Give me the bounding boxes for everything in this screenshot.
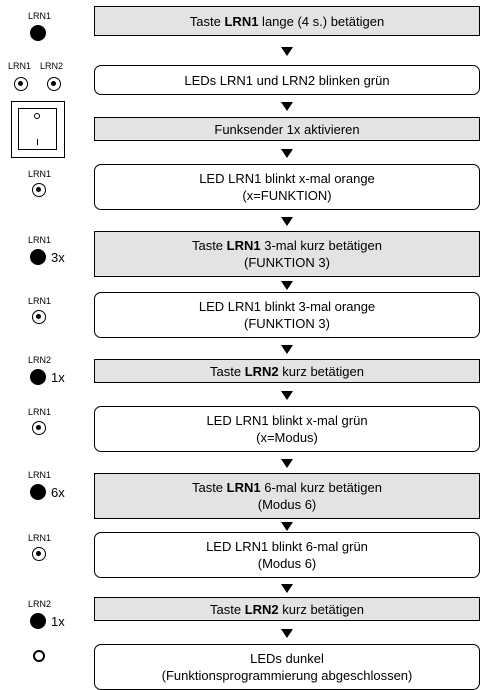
button-label: LRN1 [28,235,52,245]
switch-on-mark-icon [37,139,38,145]
action-step-box: Taste LRN1 3-mal kurz betätigen (FUNKTION… [94,231,480,277]
step-text-line: LED LRN1 blinkt 3-mal orange [198,299,376,314]
flow-arrow-icon [281,47,293,56]
press-count: 1x [51,614,65,629]
blinking-led-icon [32,421,46,435]
action-step-box: Taste LRN2 kurz betätigen [94,359,480,383]
led-label: LRN1 [28,533,52,543]
flow-arrow-icon [281,102,293,111]
step-text-line: (Modus 6) [257,556,317,571]
push-button-icon [30,484,46,500]
led-off-icon [33,650,45,662]
flow-arrow-icon [281,281,293,290]
step-text-line: LEDs LRN1 und LRN2 blinken grün [184,72,390,88]
status-step-box: LEDs dunkel (Funktionsprogrammierung abge… [94,644,480,690]
status-step-box: LED LRN1 blinkt x-mal grün (x=Modus) [94,406,480,452]
led-label: LRN1 [28,407,52,417]
flow-arrow-icon [281,459,293,468]
push-button-icon [30,249,46,265]
step-text-line: (x=FUNKTION) [242,188,332,203]
flow-arrow-icon [281,584,293,593]
push-button-icon [30,25,46,41]
button-label: LRN1 [28,11,52,21]
switch-off-mark-icon [34,113,40,119]
step-text-line: (Funktionsprogrammierung abgeschlossen) [161,668,413,683]
action-step-box: Taste LRN1 6-mal kurz betätigen (Modus 6) [94,473,480,519]
flow-arrow-icon [281,149,293,158]
action-step-box: Funksender 1x aktivieren [94,117,480,141]
step-text-line: LED LRN1 blinkt x-mal grün [206,413,368,428]
push-button-icon [30,613,46,629]
status-step-box: LED LRN1 blinkt x-mal orange (x=FUNKTION) [94,164,480,210]
step-text-line: Taste LRN2 kurz betätigen [210,601,364,617]
flow-arrow-icon [281,391,293,400]
flow-arrow-icon [281,522,293,531]
switch-rocker-icon [18,108,57,150]
step-text-line: (x=Modus) [256,430,318,445]
button-label: LRN2 [28,355,52,365]
step-text-line: Taste LRN1 3-mal kurz betätigen [191,238,383,253]
action-step-box: Taste LRN1 lange (4 s.) betätigen [94,6,480,36]
blinking-led-icon [32,547,46,561]
led-lrn2-icon [47,77,61,91]
led-label: LRN1 [28,169,52,179]
flow-arrow-icon [281,217,293,226]
led-label: LRN1 [8,61,32,71]
blinking-led-icon [32,310,46,324]
led-lrn1-icon [14,77,28,91]
switch-icon [11,101,65,158]
press-count: 6x [51,485,65,500]
step-text-line: LEDs dunkel [250,651,324,666]
step-text-line: LED LRN1 blinkt 6-mal grün [206,539,368,554]
step-text-line: LED LRN1 blinkt x-mal orange [199,171,375,186]
status-step-box: LEDs LRN1 und LRN2 blinken grün [94,65,480,95]
step-text-line: Taste LRN1 6-mal kurz betätigen [191,480,383,495]
step-text-line: Taste LRN2 kurz betätigen [210,363,364,379]
action-step-box: Taste LRN2 kurz betätigen [94,597,480,621]
step-text-line: Funksender 1x aktivieren [214,121,360,137]
status-step-box: LED LRN1 blinkt 3-mal orange (FUNKTION 3) [94,292,480,338]
led-label: LRN2 [40,61,64,71]
step-text-line: (Modus 6) [257,497,317,512]
press-count: 1x [51,370,65,385]
flow-arrow-icon [281,345,293,354]
push-button-icon [30,369,46,385]
blinking-led-icon [32,183,46,197]
flow-arrow-icon [281,629,293,638]
status-step-box: LED LRN1 blinkt 6-mal grün (Modus 6) [94,532,480,578]
step-text-line: (FUNKTION 3) [244,255,330,270]
step-text-line: Taste LRN1 lange (4 s.) betätigen [189,13,385,29]
button-label: LRN1 [28,470,52,480]
press-count: 3x [51,250,65,265]
step-text-line: (FUNKTION 3) [244,316,330,331]
led-label: LRN1 [28,296,52,306]
button-label: LRN2 [28,599,52,609]
